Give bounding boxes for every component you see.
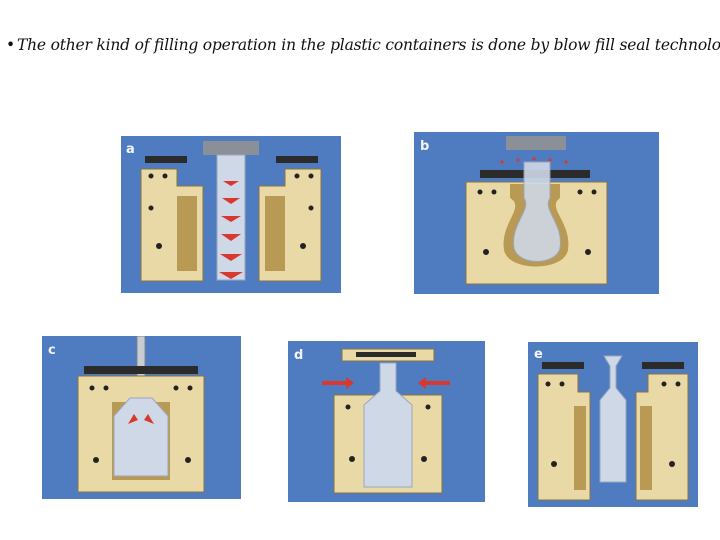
bfs-step-panel-d: d: [288, 341, 485, 502]
downward-flow-arrows: [219, 181, 243, 279]
bullet-text-content: The other kind of filling operation in t…: [16, 36, 720, 54]
panel-label-e: e: [534, 347, 543, 362]
panel-label-b: b: [420, 139, 429, 154]
bfs-step-panel-a: a: [121, 136, 341, 293]
panel-label-c: c: [48, 343, 56, 358]
bfs-step-panel-e: e: [528, 342, 698, 507]
sealing-mold-top: [341, 348, 435, 362]
panel-label-a: a: [126, 142, 135, 157]
bullet-text: •The other kind of filling operation in …: [6, 36, 720, 54]
filled-container: [113, 397, 169, 477]
mold-left-half: [140, 156, 204, 282]
mold-right-half: [635, 362, 689, 501]
released-container: [599, 355, 627, 483]
bullet-symbol: •: [6, 36, 15, 54]
seal-arrows: [322, 377, 450, 389]
bfs-step-panel-b: b: [414, 132, 659, 294]
air-flow-dots: [500, 157, 568, 164]
blow-nozzle: [506, 136, 566, 150]
panel-label-d: d: [294, 348, 303, 363]
mold-left-half: [537, 362, 591, 501]
fill-flow-arrows: [128, 414, 154, 424]
mold-right-half: [258, 156, 322, 282]
blown-container: [513, 161, 561, 262]
bfs-step-panel-c: c: [42, 336, 241, 499]
extrusion-head: [203, 141, 259, 155]
sealed-container: [363, 362, 413, 488]
